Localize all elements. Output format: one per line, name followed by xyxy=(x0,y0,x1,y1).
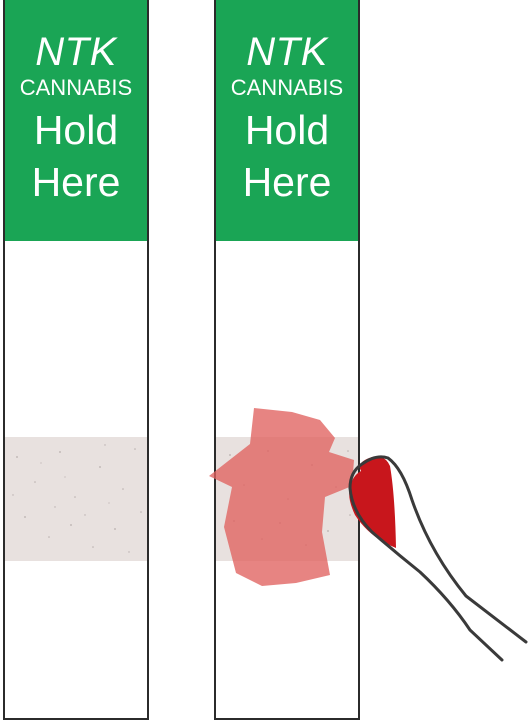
here-label: Here xyxy=(31,159,121,205)
hold-label: Hold xyxy=(33,107,119,153)
product-label: CANNABIS xyxy=(230,75,344,100)
strip-handle-left: NTK CANNABIS Hold Here xyxy=(5,0,147,241)
test-strip-left: NTK CANNABIS Hold Here xyxy=(3,0,149,720)
strip-handle-right: NTK CANNABIS Hold Here xyxy=(216,0,358,241)
sample-pad-right xyxy=(216,437,358,561)
brand-label: NTK xyxy=(246,30,328,74)
hold-label: Hold xyxy=(244,107,330,153)
sample-pad-left xyxy=(5,437,147,561)
pad-speckle xyxy=(229,450,351,546)
here-label: Here xyxy=(242,159,332,205)
test-strip-right: NTK CANNABIS Hold Here xyxy=(214,0,360,720)
swab-icon xyxy=(348,455,528,662)
product-label: CANNABIS xyxy=(19,75,133,100)
pad-speckle xyxy=(12,444,142,553)
brand-label: NTK xyxy=(35,30,117,74)
